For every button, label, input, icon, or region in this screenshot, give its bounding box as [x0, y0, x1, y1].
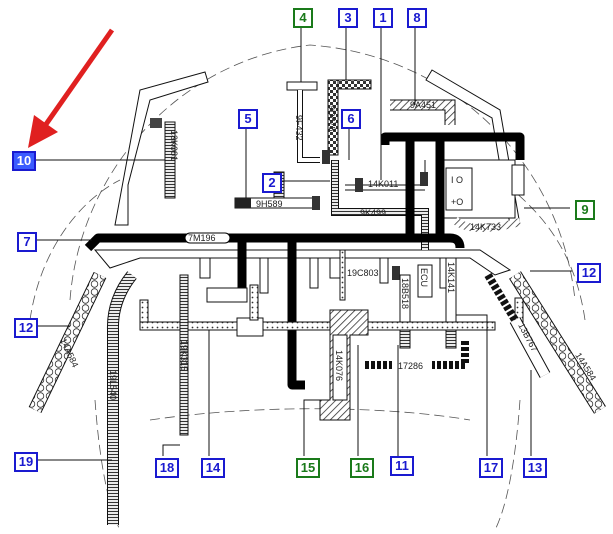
callout-13: 13: [523, 458, 547, 478]
harness-9D878: 9D878: [327, 79, 372, 156]
leader-lines: [35, 27, 572, 461]
part-label-19C803: 19C803: [347, 268, 379, 278]
harness-19K315: 19K315: [179, 274, 189, 436]
part-label-14K011: 14K011: [368, 179, 398, 189]
callout-3: 3: [338, 8, 358, 28]
harness-9K499: 9K499: [331, 160, 429, 250]
callout-11: 11: [390, 456, 414, 476]
part-label-9F432: 9F432: [294, 115, 304, 141]
part-label-18B518: 18B518: [400, 278, 410, 309]
callout-1: 1: [373, 8, 393, 28]
part-label-19L540: 19L540: [108, 370, 118, 400]
relay-minus-label: I O: [451, 175, 463, 185]
harness-19C803: 19C803: [339, 249, 400, 301]
part-label-9K499: 9K499: [360, 208, 386, 218]
callout-14: 14: [201, 458, 225, 478]
ecu: ECU: [417, 264, 433, 298]
harness-13B767: 13B767: [484, 272, 551, 378]
callout-16: 16: [350, 458, 374, 478]
relay-plus-label: +O: [451, 197, 463, 207]
part-label-9H589: 9H589: [256, 199, 283, 209]
harness-14K141: 14K141: [445, 257, 457, 349]
callout-9: 9: [575, 200, 595, 220]
body-frame: [93, 69, 521, 294]
part-label-14K141: 14K141: [446, 262, 456, 293]
callout-7: 7: [17, 232, 37, 252]
part-label-17286: 17286: [398, 361, 423, 371]
relay-box: I O +O 14K733: [439, 159, 525, 233]
callout-12b: 12: [14, 318, 38, 338]
harness-14A584-left: 14A584: [28, 271, 107, 414]
part-label-7M196: 7M196: [188, 233, 216, 243]
callout-18: 18: [155, 458, 179, 478]
part-label-13K081: 13K081: [169, 130, 179, 161]
part-label-19K315: 19K315: [179, 340, 189, 371]
harness-18B518: 18B518: [399, 274, 411, 349]
callout-8: 8: [407, 8, 427, 28]
part-label-ECU: ECU: [419, 268, 429, 287]
vehicle-outline: [29, 44, 586, 531]
harness-7M196: 7M196: [84, 132, 525, 390]
callout-5: 5: [238, 109, 258, 129]
callout-6: 6: [341, 109, 361, 129]
callout-17: 17: [479, 458, 503, 478]
crossmember-14: [139, 284, 524, 337]
part-label-14K076: 14K076: [334, 350, 344, 381]
callout-10: 10: [12, 151, 36, 171]
callout-12a: 12: [577, 263, 601, 283]
callout-4: 4: [293, 8, 313, 28]
harness-19L540: 19L540: [106, 271, 137, 525]
callout-15: 15: [296, 458, 320, 478]
red-arrow-icon: [28, 28, 115, 148]
harness-13K081: 13K081: [150, 118, 179, 199]
part-label-9A451: 9A451: [410, 100, 436, 110]
part-label-14K733: 14K733: [470, 222, 501, 232]
callout-2: 2: [262, 173, 282, 193]
callout-19: 19: [14, 452, 38, 472]
part-label-9D878: 9D878: [327, 105, 337, 132]
harness-9A451: 9A451: [390, 99, 456, 125]
harness-9F432: 9F432: [286, 81, 320, 163]
harness-14K076: 14K076: [319, 309, 369, 421]
